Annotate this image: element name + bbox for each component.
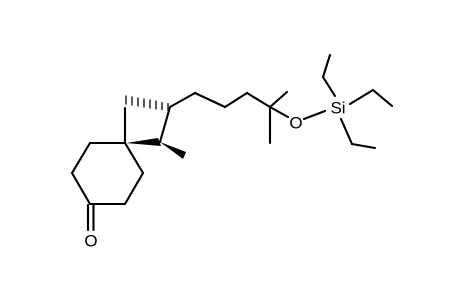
atom-label-ketone-oxygen: O <box>84 232 97 251</box>
bond-si-ethyl2-c2 <box>371 88 394 108</box>
bond-ring-c3-c4 <box>70 171 92 206</box>
bond-cd-ce <box>223 91 249 109</box>
bond-si-ethyl3-c2 <box>350 142 377 150</box>
hashed-bond-methyl-cb <box>125 95 169 111</box>
bond-si-ethyl1-c1 <box>321 75 337 98</box>
atom-label-ether-oxygen: O <box>289 114 302 133</box>
bond-ring-c5-c6 <box>123 171 145 206</box>
side-chain <box>158 90 290 159</box>
triethylsilyl-group <box>321 53 394 150</box>
bond-ce-cquat <box>245 91 272 109</box>
bond-cb-cc <box>168 91 197 109</box>
cyclohexanone-ring <box>70 141 145 206</box>
wedge-bond-methyl-ca <box>160 142 186 159</box>
bond-si-ethyl3-c1 <box>339 117 354 146</box>
bond-cquat-oxygen <box>268 105 290 119</box>
bond-si-ethyl1-c2 <box>321 53 332 79</box>
bond-cquat-methyl-up <box>268 90 289 109</box>
bond-ca-cb <box>158 105 172 144</box>
bond-ring-c6-c1 <box>123 141 145 175</box>
bond-oxygen-silicon <box>302 109 327 121</box>
bond-cc-cd <box>193 91 227 109</box>
bond-si-ethyl2-c1 <box>348 88 375 106</box>
bond-ring-c2-c3 <box>70 141 92 175</box>
atom-label-silicon: Si <box>330 99 345 118</box>
carbonyl-group <box>86 203 95 232</box>
wedge-bond-ring-to-chain <box>126 138 161 146</box>
